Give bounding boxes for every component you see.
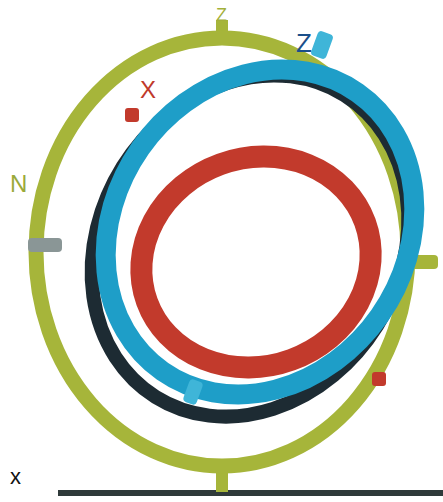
middle-ring bbox=[43, 9, 443, 455]
axis-label: N bbox=[10, 172, 27, 196]
red-pin bbox=[372, 372, 386, 386]
blue-pin bbox=[310, 30, 334, 60]
base-bar bbox=[58, 490, 443, 496]
red-pin bbox=[125, 108, 139, 122]
axis-label: x bbox=[10, 466, 21, 488]
axis-label: X bbox=[140, 78, 156, 102]
blue-pin bbox=[182, 378, 203, 405]
axis-label: Z bbox=[216, 6, 227, 24]
left-axle bbox=[28, 238, 62, 252]
axis-label: Z bbox=[296, 30, 312, 56]
inner-ring bbox=[111, 125, 400, 400]
